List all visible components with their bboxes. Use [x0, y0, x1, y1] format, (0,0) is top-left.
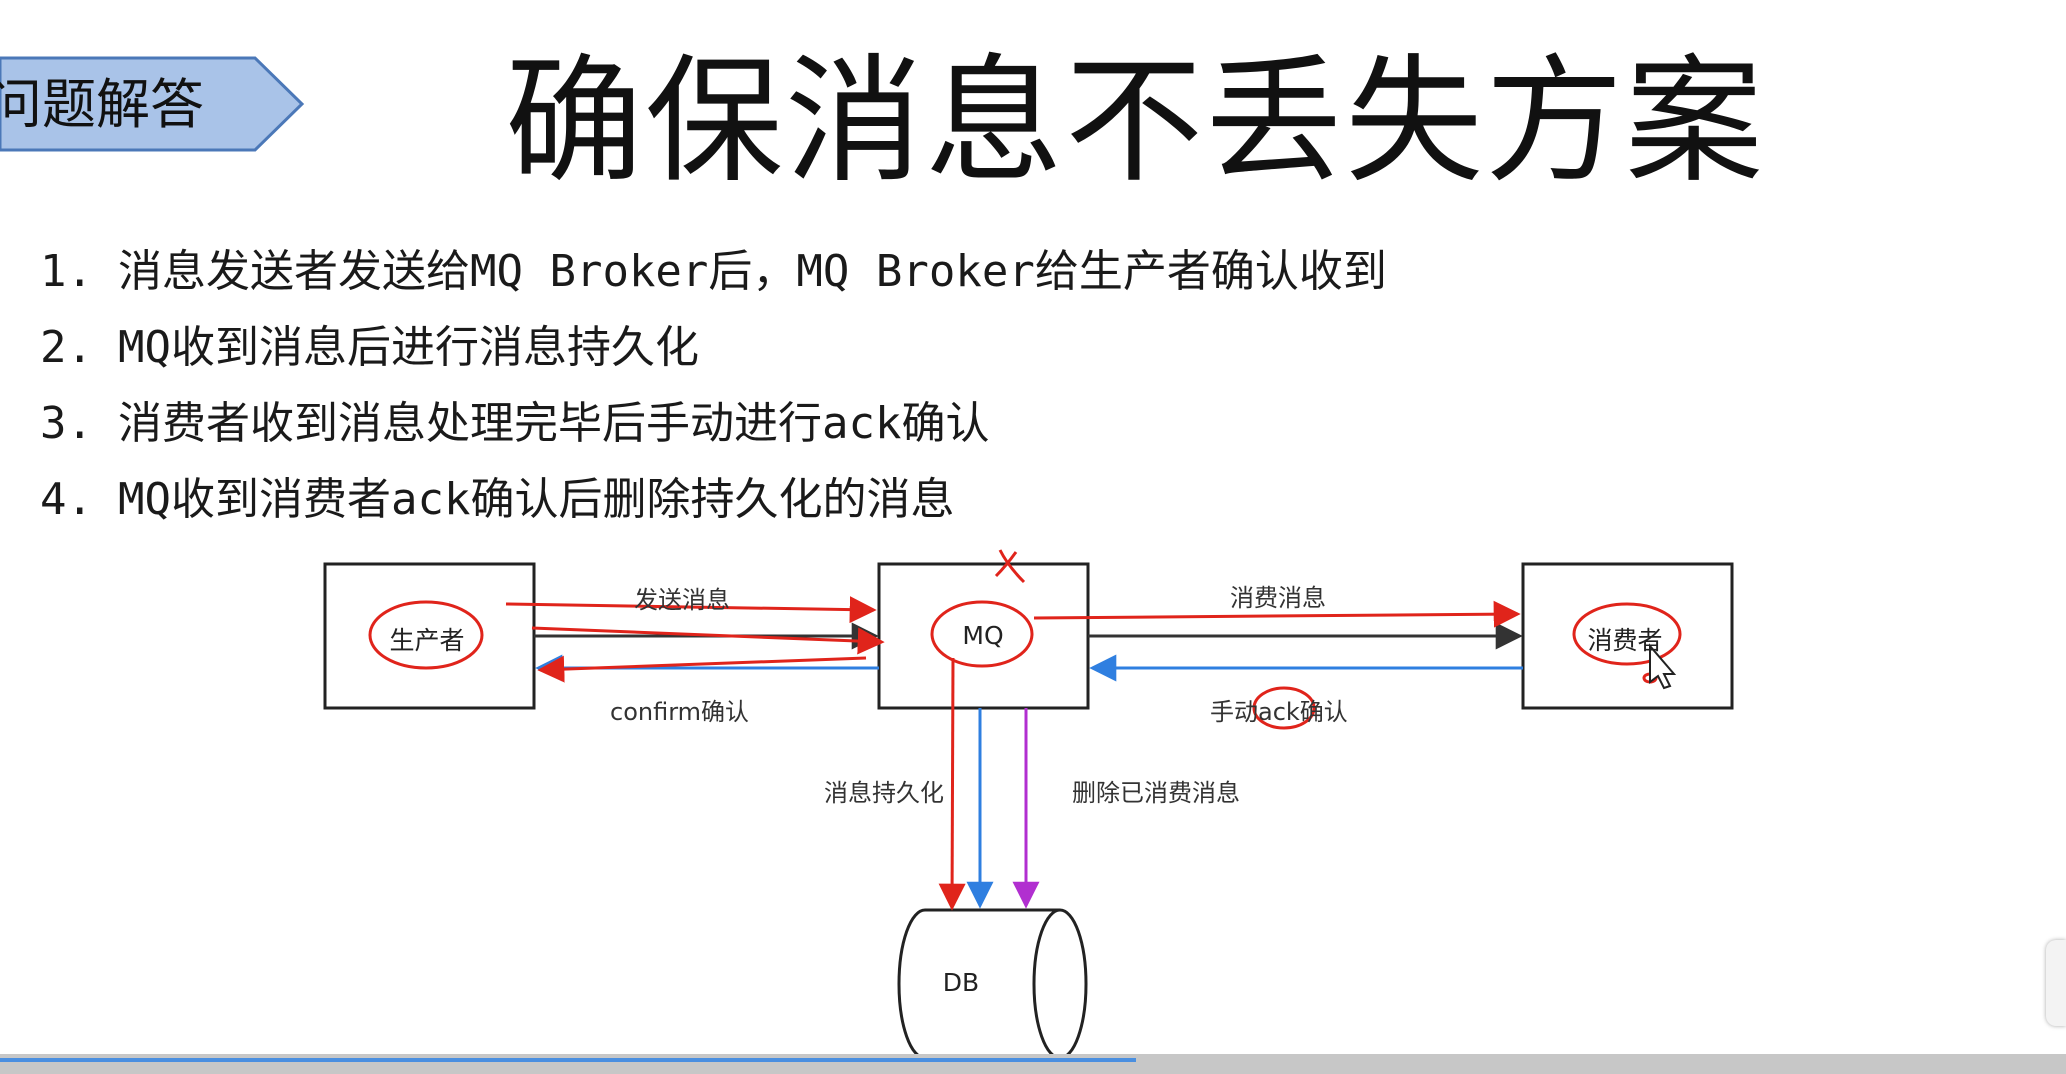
list-item: 4. MQ收到消费者ack确认后删除持久化的消息 — [40, 462, 1640, 538]
confirm-label: confirm确认 — [610, 698, 750, 726]
consume-label: 消费消息 — [1230, 584, 1326, 612]
db-label: DB — [942, 968, 980, 997]
mouse-cursor-icon — [1649, 643, 1677, 690]
progress-fill — [0, 1058, 1137, 1062]
flow-diagram: 生产者 MQ 消费者 DB 发送消息 confirm确认 消费消息 手动ack确… — [0, 530, 2066, 1074]
side-scroll-handle[interactable] — [2046, 940, 2066, 1026]
tag-shape — [0, 56, 305, 152]
section-tag: 问题解答 — [0, 56, 305, 152]
list-item: 3. 消费者收到消息处理完毕后手动进行ack确认 — [40, 386, 1640, 462]
item-text: MQ收到消费者ack确认后删除持久化的消息 — [118, 474, 955, 525]
ack-label: 手动ack确认 — [1210, 698, 1348, 726]
send-label: 发送消息 — [634, 586, 730, 614]
point-list: 1. 消息发送者发送给MQ Broker后，MQ Broker给生产者确认收到 2… — [40, 234, 1640, 538]
item-number: 4. — [40, 474, 93, 525]
consumer-box — [1521, 562, 1734, 710]
persist-label: 消息持久化 — [824, 779, 944, 807]
item-number: 1. — [40, 246, 93, 297]
list-item: 1. 消息发送者发送给MQ Broker后，MQ Broker给生产者确认收到 — [40, 234, 1640, 310]
delete-label: 删除已消费消息 — [1072, 779, 1240, 807]
mq-label: MQ — [962, 621, 1004, 650]
item-text: 消息发送者发送给MQ Broker后，MQ Broker给生产者确认收到 — [118, 246, 1387, 297]
list-item: 2. MQ收到消息后进行消息持久化 — [40, 310, 1640, 386]
item-text: 消费者收到消息处理完毕后手动进行ack确认 — [118, 398, 990, 449]
db-cylinder — [897, 908, 1088, 1060]
red-annotations — [368, 549, 1682, 911]
item-number: 3. — [40, 398, 93, 449]
item-number: 2. — [40, 322, 93, 373]
producer-box — [323, 562, 536, 710]
page-title: 确保消息不丢失方案 — [505, 41, 1766, 202]
diagram-canvas — [323, 549, 1734, 1060]
producer-label: 生产者 — [389, 626, 465, 655]
video-progress-bar[interactable] — [0, 1054, 2066, 1074]
consumer-label: 消费者 — [1587, 626, 1663, 655]
item-text: MQ收到消息后进行消息持久化 — [118, 322, 699, 373]
section-tag-label: 问题解答 — [0, 73, 204, 136]
